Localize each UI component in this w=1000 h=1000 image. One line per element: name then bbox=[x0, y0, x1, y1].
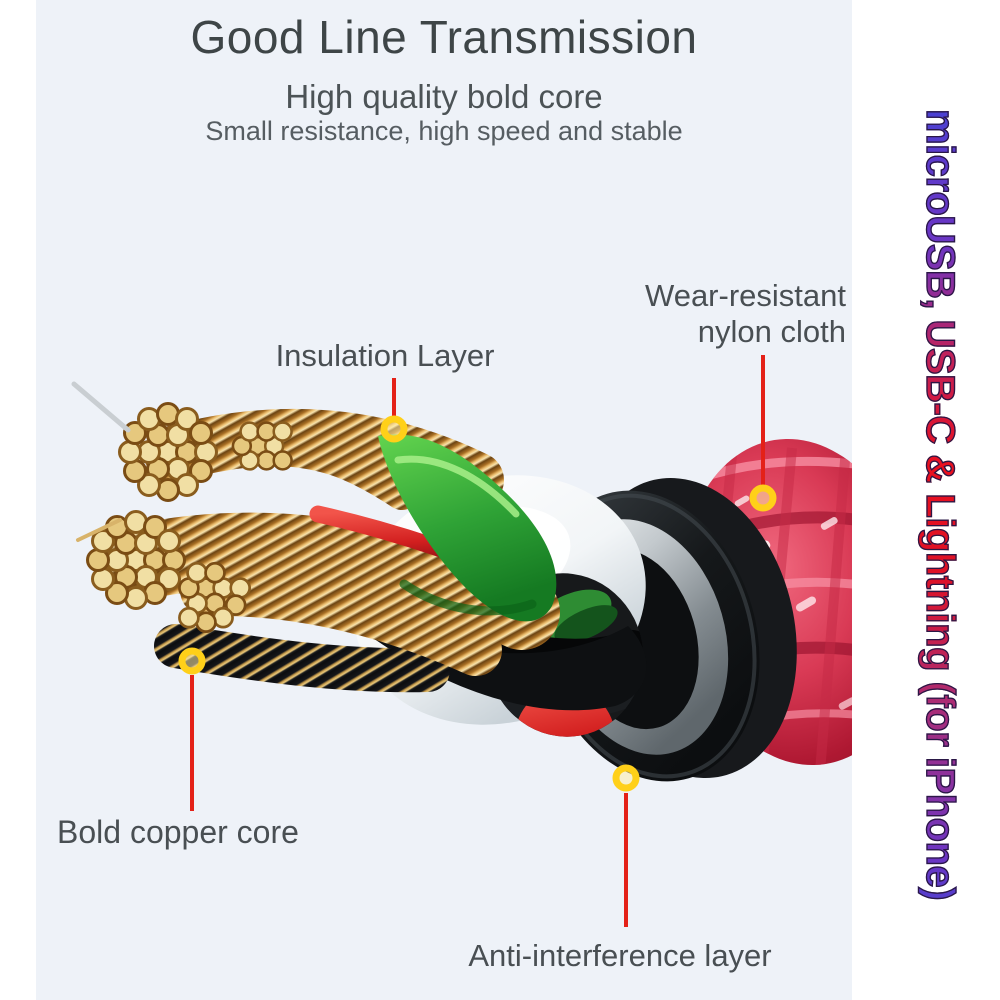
leader-line bbox=[190, 675, 194, 811]
leader-line bbox=[624, 793, 628, 927]
subtitle: High quality bold core bbox=[285, 78, 603, 115]
callout-label: Wear-resistant nylon cloth bbox=[645, 278, 846, 349]
marker-dot-icon bbox=[612, 764, 640, 792]
marker-dot-icon bbox=[749, 484, 777, 512]
cable-art bbox=[71, 381, 852, 782]
callout-label: Anti-interference layer bbox=[468, 938, 772, 973]
callout-label: Bold copper core bbox=[57, 814, 299, 850]
page-title: Good Line Transmission bbox=[190, 11, 698, 63]
leader-line bbox=[392, 378, 396, 420]
shield-wrap-rope bbox=[154, 624, 450, 693]
side-banner-text: microUSB, USB-C & Lightning (for iPhone) bbox=[882, 40, 962, 970]
stray-strands bbox=[71, 381, 131, 542]
callout-label: Insulation Layer bbox=[275, 338, 495, 373]
leader-line bbox=[761, 355, 765, 485]
marker-dot-icon bbox=[380, 415, 408, 443]
tagline: Small resistance, high speed and stable bbox=[205, 116, 683, 146]
green-insulation bbox=[378, 434, 557, 622]
marker-dot-icon bbox=[178, 647, 206, 675]
